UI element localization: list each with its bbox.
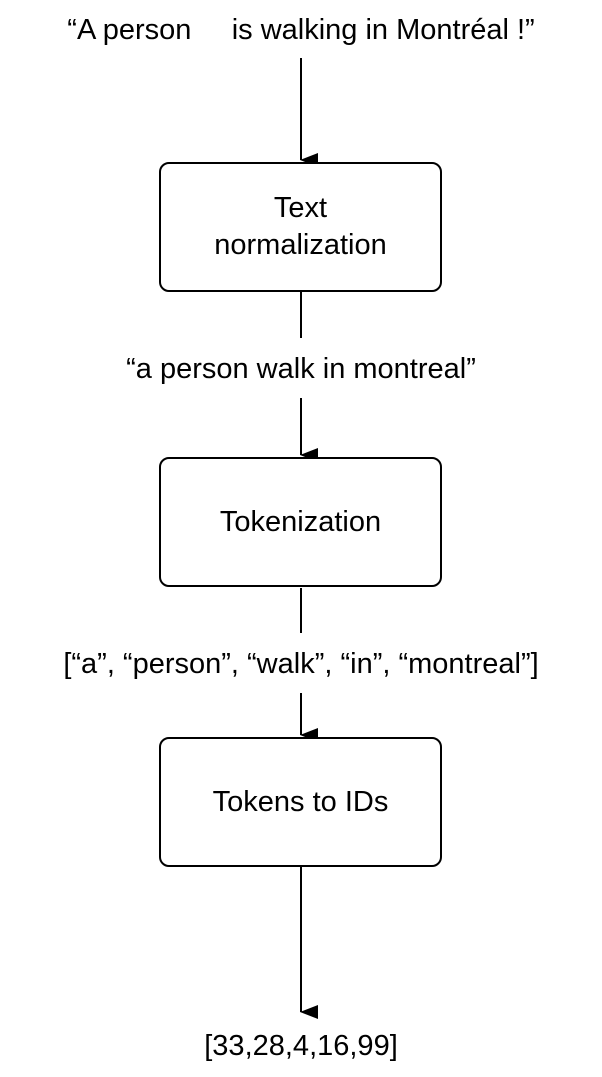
text-normalization-label-line2: normalization: [214, 229, 387, 261]
normalized-text: “a person walk in montreal”: [126, 353, 476, 385]
input-text: “A person is walking in Montréal !”: [67, 14, 535, 46]
tokens-text: [“a”, “person”, “walk”, “in”, “montreal”…: [63, 648, 539, 680]
tokenization-label: Tokenization: [219, 505, 382, 538]
text-normalization-box: Text normalization: [159, 162, 442, 292]
tokens-to-ids-label: Tokens to IDs: [212, 785, 389, 818]
text-normalization-label: Text normalization: [214, 190, 386, 264]
tokenization-box: Tokenization: [159, 457, 442, 587]
text-normalization-label-line1: Text: [273, 192, 328, 224]
ids-text: [33,28,4,16,99]: [204, 1030, 398, 1062]
tokens-to-ids-box: Tokens to IDs: [159, 737, 442, 867]
